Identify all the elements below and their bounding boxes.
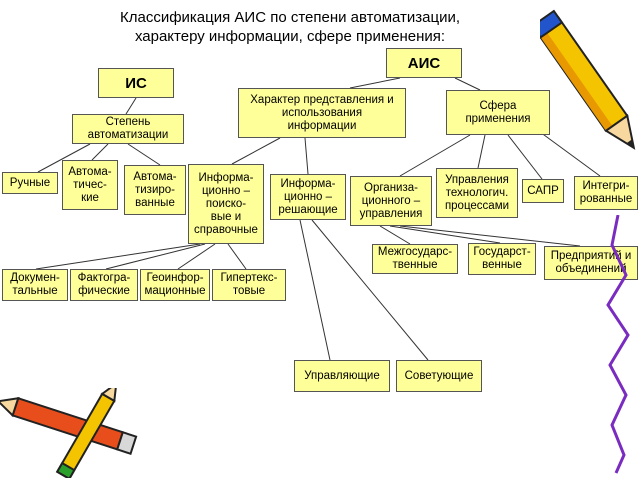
edge-org-interstate (379, 225, 411, 245)
node-interstate: Межгосударс- твенные (372, 244, 458, 274)
edge-sphere-integrated (539, 131, 601, 177)
node-ais: АИС (386, 48, 462, 78)
edge-degree-manual (37, 143, 91, 173)
edge-ais-sphere (454, 77, 481, 91)
diagram-title: Классификация АИС по степени автоматизац… (119, 9, 461, 45)
edge-degree-automatic (91, 143, 109, 161)
scribble-line (606, 215, 630, 474)
pencils-icon-bottom-left (0, 388, 138, 478)
edge-degree-automated (127, 143, 161, 166)
edge-ais-character (349, 77, 401, 89)
edge-character-search (231, 137, 281, 165)
edge-search-geoinfo (177, 243, 216, 270)
node-controlling: Управляющие (294, 360, 390, 392)
node-org-mgmt: Организа- ционного – управления (350, 176, 432, 226)
node-manual: Ручные (2, 172, 58, 194)
edge-org-enterprise (399, 225, 581, 247)
node-geoinfo: Геоинфор- мационные (140, 269, 210, 301)
edge-sphere-org (399, 134, 471, 177)
edge-decision-controlling (299, 219, 331, 361)
node-state: Государст- венные (468, 243, 536, 275)
node-sapr: САПР (522, 179, 564, 203)
node-degree: Степень автоматизации (72, 114, 184, 144)
edge-decision-advising (311, 219, 429, 361)
node-documentary: Докумен- тальные (2, 269, 68, 301)
node-integrated: Интегри- рованные (574, 176, 638, 210)
edge-search-documentary (35, 243, 201, 270)
edge-search-factographic (105, 243, 206, 270)
node-info-search: Информа- ционно – поиско- вые и справочн… (188, 164, 264, 244)
node-automatic: Автома- тичес- кие (62, 160, 118, 210)
edge-sphere-tech (477, 134, 486, 169)
node-sphere: Сфера применения (446, 90, 550, 135)
edge-org-state (389, 225, 501, 244)
node-factographic: Фактогра- фические (70, 269, 138, 301)
edge-search-hypertext (227, 243, 247, 270)
node-advising: Советующие (396, 360, 482, 392)
node-is: ИС (98, 68, 174, 98)
edge-sphere-sapr (507, 134, 543, 180)
node-tech-mgmt: Управления технологич. процессами (436, 168, 518, 218)
node-character: Характер представления и использования и… (238, 88, 406, 138)
node-hypertext: Гипертекс- товые (212, 269, 286, 301)
edge-is-degree (125, 97, 137, 115)
node-automated: Автома- тизиро- ванные (124, 165, 186, 215)
node-info-decision: Информа- ционно – решающие (270, 174, 346, 220)
pencil-icon-right (540, 9, 636, 150)
edge-character-decision (304, 137, 309, 175)
node-enterprise: Предприятий и объединений (544, 246, 638, 280)
